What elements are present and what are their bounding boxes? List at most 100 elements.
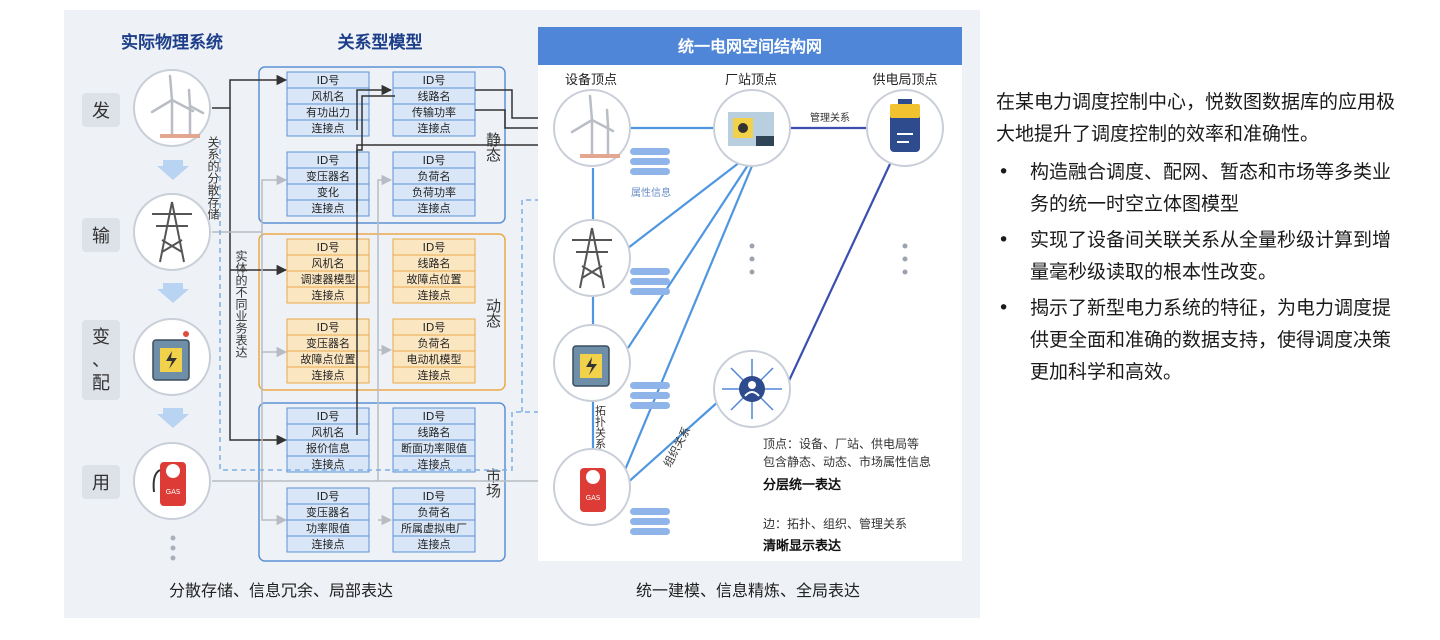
more-dots-graph [749, 243, 908, 275]
gas-pump-icon: GAS [133, 442, 211, 520]
device-vertex-gas: GAS [553, 448, 631, 526]
table-cell: ID号 [423, 410, 446, 423]
stage-transform-distribution: 变 、 配 [82, 320, 120, 400]
table-cell: 负荷名 [418, 505, 451, 519]
attribute-pill [630, 168, 670, 175]
table-cell: ID号 [423, 241, 446, 254]
description-panel: 在某电力调度控制中心，悦数图数据库的应用极大地提升了调度控制的效率和准确性。 构… [996, 86, 1396, 392]
attribute-pill [630, 528, 670, 535]
svg-text:静态: 静态 [484, 132, 502, 162]
attribute-pill [630, 518, 670, 525]
device-vertex-label: 设备顶点 [565, 72, 617, 88]
svg-text:清晰显示表达: 清晰显示表达 [763, 538, 841, 554]
table-cell: 连接点 [312, 202, 345, 215]
bullet-list: 构造融合调度、配网、暂态和市场等多类业务的统一时空立体图模型 实现了设备间关联关… [996, 156, 1396, 388]
table-cell-bg [286, 366, 370, 384]
table-cell: 报价信息 [306, 441, 350, 455]
table-cell: 连接点 [312, 122, 345, 135]
table-cell: ID号 [317, 490, 340, 503]
svg-text:GAS: GAS [586, 494, 601, 502]
topology-relation-label: 拓扑关系 [594, 404, 607, 449]
relational-model-title: 关系型模型 [338, 32, 423, 53]
device-vertex-tower [553, 219, 631, 297]
svg-text:、: 、 [92, 350, 110, 371]
svg-text:用: 用 [92, 473, 110, 494]
stage-flow-arrows [157, 160, 189, 428]
table-cell-bg [392, 366, 476, 384]
physical-system-title: 实际物理系统 [121, 32, 223, 53]
table-cell: 故障点位置 [301, 352, 356, 366]
table-cell-bg [392, 199, 476, 217]
attribute-pill [630, 402, 670, 409]
table-cell: 传输功率 [412, 105, 456, 119]
table-cell: ID号 [317, 241, 340, 254]
svg-text:输: 输 [92, 226, 110, 247]
table-cell: 功率限值 [306, 521, 350, 535]
bullet-item: 构造融合调度、配网、暂态和市场等多类业务的统一时空立体图模型 [996, 156, 1396, 220]
table-cell: 连接点 [312, 289, 345, 302]
bureau-vertex-label: 供电局顶点 [872, 73, 937, 88]
table-cell: 线路名 [418, 89, 451, 103]
table-cell: 电动机模型 [407, 352, 462, 366]
attribute-pill [630, 508, 670, 515]
more-dots-left [170, 535, 176, 561]
attribute-pill-stacks [630, 148, 670, 535]
table-cell: 连接点 [418, 458, 451, 471]
transmission-tower-icon [133, 193, 211, 271]
table-cell: ID号 [317, 321, 340, 334]
table-cell: 连接点 [418, 202, 451, 215]
table-cell-bg [392, 119, 476, 137]
table-cell: 连接点 [418, 369, 451, 382]
attribute-pill [630, 268, 670, 275]
table-cell-bg [286, 286, 370, 304]
table-cell: 连接点 [312, 538, 345, 551]
graph-edges [591, 126, 891, 486]
attribute-pill [630, 288, 670, 295]
svg-text:市场: 市场 [484, 468, 502, 499]
stage-consumption: 用 [82, 465, 120, 499]
table-cell: 连接点 [312, 369, 345, 382]
intro-paragraph: 在某电力调度控制中心，悦数图数据库的应用极大地提升了调度控制的效率和准确性。 [996, 91, 1396, 145]
group-market: 市场 [258, 402, 506, 562]
table-cell: ID号 [423, 154, 446, 167]
svg-text:配: 配 [92, 373, 110, 394]
svg-text:顶点：设备、厂站、供电局等: 顶点：设备、厂站、供电局等 [763, 437, 919, 451]
table-cell-bg [286, 199, 370, 217]
table-cell-bg [286, 535, 370, 553]
table-cell: 负荷名 [418, 336, 451, 350]
relational-tables: ID号风机名有功出力连接点ID号线路名传输功率连接点ID号变压器名变化连接点ID… [286, 71, 476, 553]
table-cell: ID号 [423, 321, 446, 334]
table-cell: 连接点 [418, 538, 451, 551]
table-cell: ID号 [317, 410, 340, 423]
table-cell: 负荷名 [418, 169, 451, 183]
table-cell: 有功出力 [306, 105, 350, 119]
entity-expression-label: 实体的不同业务表达 [234, 249, 248, 358]
svg-text:包含静态、动态、市场属性信息: 包含静态、动态、市场属性信息 [763, 454, 931, 469]
table-cell-bg [286, 119, 370, 137]
attribute-pill [630, 148, 670, 155]
table-cell: 变化 [317, 185, 339, 199]
table-cell: ID号 [317, 74, 340, 87]
bullet-item: 实现了设备间关联关系从全量秒级计算到增量毫秒级读取的根本性改变。 [996, 224, 1396, 288]
svg-text:边：拓扑、组织、管理关系: 边：拓扑、组织、管理关系 [763, 516, 907, 531]
attribute-pill [630, 382, 670, 389]
svg-text:分层统一表达: 分层统一表达 [763, 477, 841, 493]
wind-turbine-icon [133, 69, 211, 147]
station-vertex-label: 厂站顶点 [725, 73, 777, 88]
management-relation-label: 管理关系 [810, 111, 850, 124]
svg-text:发: 发 [92, 101, 110, 122]
connector-lines [212, 74, 554, 526]
table-cell: 连接点 [418, 122, 451, 135]
table-cell: 线路名 [418, 425, 451, 439]
table-cell: ID号 [423, 490, 446, 503]
table-cell: 风机名 [312, 256, 345, 270]
device-vertex-transformer [553, 324, 631, 402]
bottom-right-caption: 统一建模、信息精炼、全局表达 [636, 581, 860, 600]
device-vertex-turbine [553, 89, 631, 167]
organization-vertex-hub [713, 350, 791, 428]
attribute-pill [630, 158, 670, 165]
table-cell: 风机名 [312, 89, 345, 103]
table-cell-bg [392, 535, 476, 553]
table-cell: ID号 [423, 74, 446, 87]
